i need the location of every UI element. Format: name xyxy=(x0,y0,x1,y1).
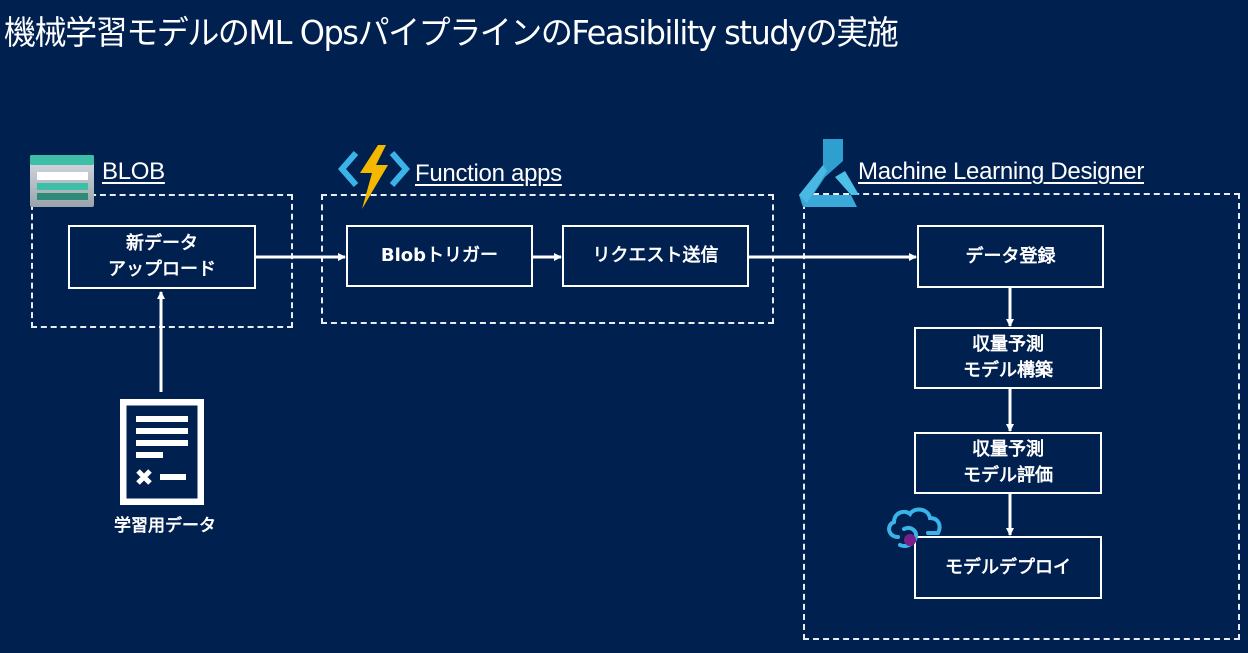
node-evaluate-model[interactable]: 収量予測 モデル評価 xyxy=(914,432,1102,494)
blob-storage-icon xyxy=(30,155,94,207)
page-title: 機械学習モデルのML OpsパイプラインのFeasibility studyの実… xyxy=(4,13,899,52)
node-send-request[interactable]: リクエスト送信 xyxy=(562,225,749,287)
machine-learning-icon xyxy=(799,139,859,207)
blob-group-label: BLOB xyxy=(102,158,165,185)
training-data-label: 学習用データ xyxy=(114,516,216,536)
ml-designer-group-label: Machine Learning Designer xyxy=(858,158,1145,185)
function-apps-group xyxy=(321,194,774,324)
node-deploy-model[interactable]: モデルデプロイ xyxy=(914,536,1102,599)
function-apps-icon xyxy=(338,145,410,209)
node-blob-trigger[interactable]: Blobトリガー xyxy=(346,225,533,287)
ml-designer-group xyxy=(803,193,1240,640)
function-apps-group-label: Function apps xyxy=(415,160,562,187)
cloud-deploy-icon xyxy=(887,507,942,548)
document-icon xyxy=(120,399,204,505)
node-build-model[interactable]: 収量予測 モデル構築 xyxy=(914,327,1102,389)
node-register-data[interactable]: データ登録 xyxy=(917,225,1104,288)
node-new-data-upload[interactable]: 新データ アップロード xyxy=(68,225,256,289)
